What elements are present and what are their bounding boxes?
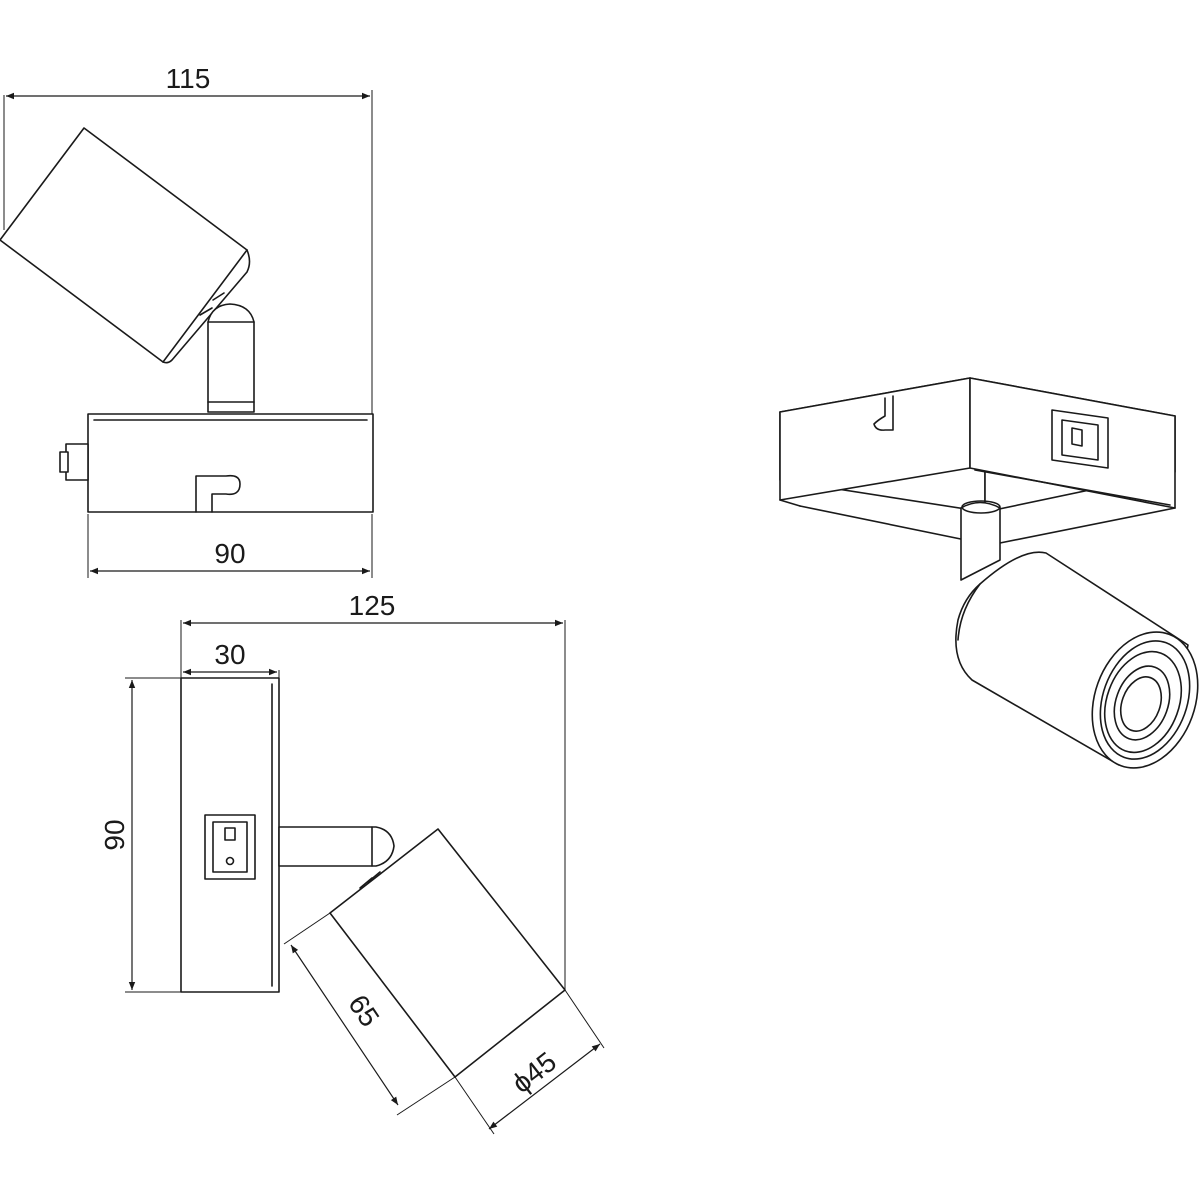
dimension-label-115: 115	[166, 63, 211, 94]
rocker-switch-icon	[204, 814, 256, 880]
dimension-30: 30	[183, 639, 277, 676]
arm-perspective	[960, 500, 1001, 581]
dimension-label-90-height: 90	[99, 819, 130, 850]
dimension-label-125: 125	[349, 590, 396, 621]
base-box-side	[59, 413, 374, 513]
base-box-top	[180, 677, 280, 993]
dimension-label-90-base: 90	[214, 538, 245, 569]
top-view: 125 30 90	[99, 590, 605, 1135]
dimension-90-height: 90	[99, 680, 136, 990]
dimension-phi45: ϕ45	[488, 1043, 601, 1130]
dimension-90-base: 90	[90, 538, 370, 575]
rocker-switch-icon-perspective	[1051, 409, 1109, 469]
dimension-125: 125	[183, 590, 563, 627]
arm-top	[278, 826, 395, 867]
dimension-label-phi45: ϕ45	[506, 1046, 562, 1099]
spotlight-head-perspective	[955, 551, 1199, 769]
dimension-115: 115	[6, 63, 370, 100]
perspective-view	[779, 377, 1199, 769]
dimension-label-30: 30	[214, 639, 245, 670]
arm-side	[207, 303, 255, 413]
dimension-label-65: 65	[342, 989, 385, 1032]
side-view: 115 90	[0, 63, 374, 578]
